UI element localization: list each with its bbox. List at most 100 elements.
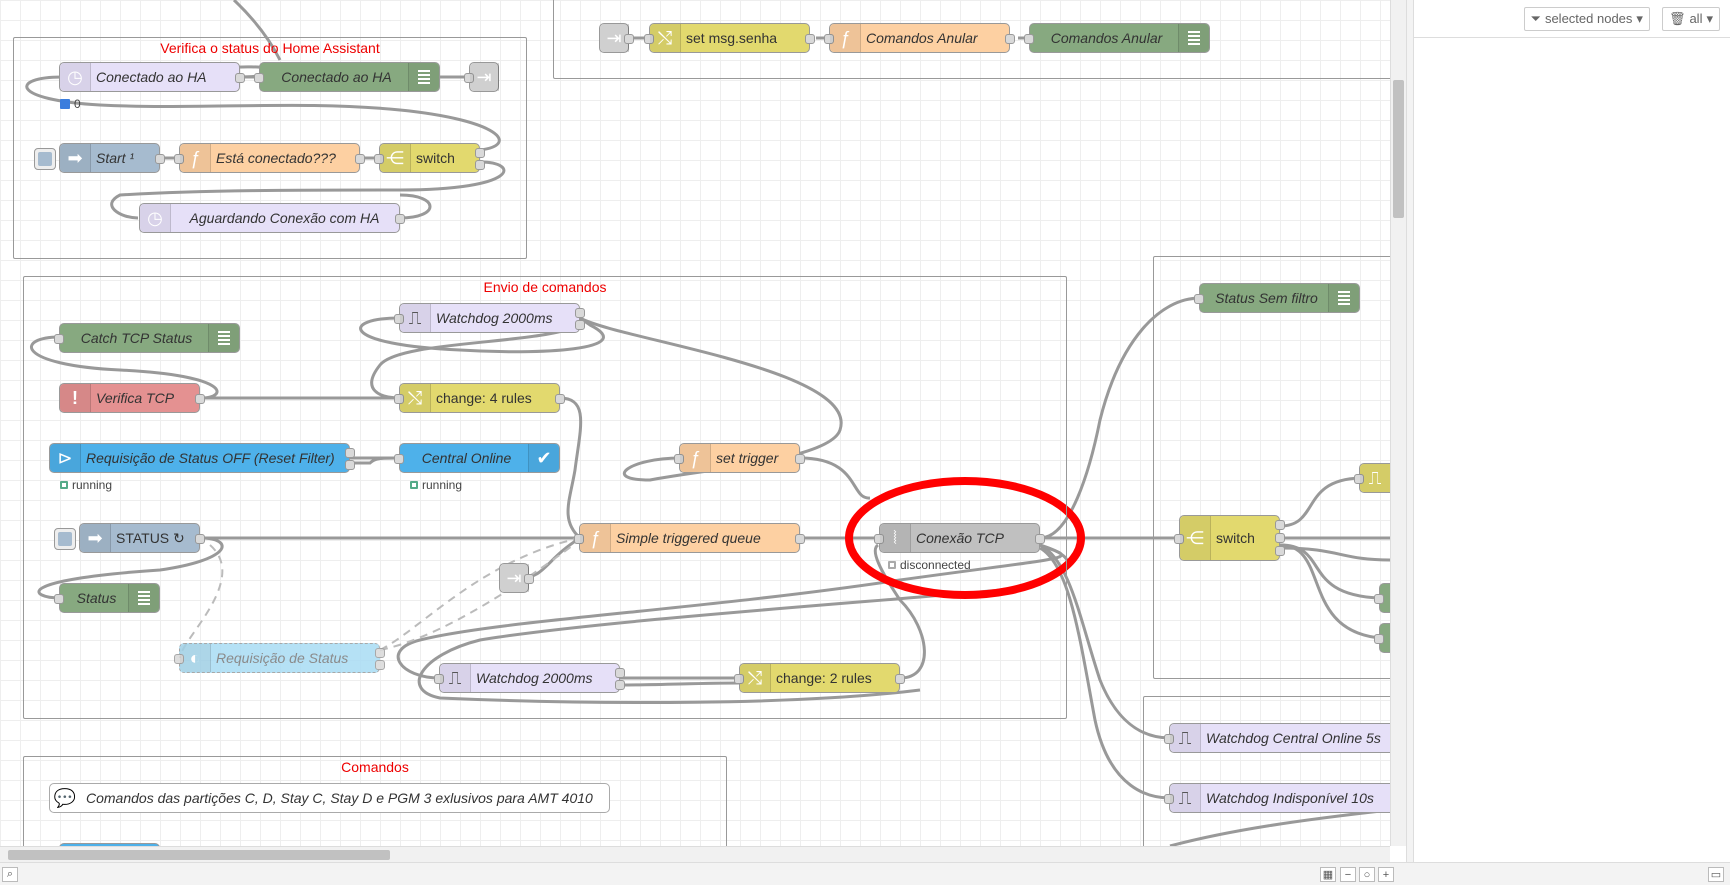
input-port[interactable] — [874, 534, 884, 544]
monitor-icon[interactable]: ▭ — [1708, 867, 1724, 882]
output-port-1[interactable] — [1275, 520, 1285, 530]
navigator-map-icon[interactable]: ▦ — [1320, 867, 1336, 882]
search-icon[interactable]: ⌕ — [2, 867, 18, 882]
input-port[interactable] — [464, 73, 474, 83]
ha-node-req-status-disabled[interactable]: ◐ Requisição de Status — [174, 643, 385, 673]
input-port[interactable] — [434, 674, 444, 684]
output-port[interactable] — [795, 454, 805, 464]
switch-node-2[interactable]: ⋲ switch — [1174, 515, 1285, 561]
watchdog-node-indisponivel-10s[interactable]: ⎍ Watchdog Indisponível 10s — [1164, 783, 1390, 813]
clear-all-button[interactable]: 🗑 all ▾ — [1661, 6, 1720, 31]
output-port[interactable] — [624, 34, 634, 44]
inject-node-status[interactable]: ➡ STATUS ↻ — [54, 523, 205, 553]
output-port-2[interactable] — [1275, 533, 1285, 543]
function-node-simple-queue[interactable]: ƒ Simple triggered queue — [574, 523, 805, 553]
group-envio-comandos[interactable]: Envio de comandos — [23, 276, 1067, 719]
debug-node-catch-tcp[interactable]: Catch TCP Status — [54, 323, 257, 353]
output-port-1[interactable] — [575, 308, 585, 318]
output-port[interactable] — [805, 34, 815, 44]
output-port-1[interactable] — [345, 448, 355, 458]
function-node-esta-conectado[interactable]: ƒ Está conectado??? — [174, 143, 365, 173]
input-port[interactable] — [1374, 594, 1384, 604]
input-port[interactable] — [1024, 34, 1034, 44]
input-port[interactable] — [644, 34, 654, 44]
switch-node-1[interactable]: ⋲ switch — [374, 143, 485, 173]
input-port[interactable] — [1374, 634, 1384, 644]
inject-button[interactable] — [34, 148, 56, 170]
link-out-node[interactable]: ⇥ — [464, 62, 499, 92]
group-right-upper[interactable] — [1153, 256, 1390, 679]
comment-node[interactable]: 💬 Comandos das partições C, D, Stay C, S… — [49, 783, 610, 813]
debug-node-comandos-anular[interactable]: Comandos Anular — [1024, 23, 1227, 53]
debug-node-partial-1[interactable] — [1374, 583, 1390, 613]
vertical-scrollbar[interactable] — [1390, 0, 1406, 846]
watchdog-node-1[interactable]: ⎍ Watchdog 2000ms — [394, 303, 585, 333]
output-port-2[interactable] — [615, 680, 625, 690]
input-port[interactable] — [824, 34, 834, 44]
sidebar-resize-handle[interactable] — [1406, 0, 1414, 885]
flow-workspace[interactable]: Verifica o status do Home Assistant Envi… — [0, 0, 1390, 846]
output-port-1[interactable] — [615, 668, 625, 678]
output-port-1[interactable] — [475, 148, 485, 158]
catch-node-verifica-tcp[interactable]: ! Verifica TCP — [59, 383, 205, 413]
ha-node-req-status-off[interactable]: ⊳ Requisição de Status OFF (Reset Filter… — [49, 443, 355, 492]
trigger-node-aguardando[interactable]: ◷ Aguardando Conexão com HA — [139, 203, 405, 233]
zoom-in-button[interactable]: + — [1378, 867, 1394, 882]
output-port[interactable] — [235, 73, 245, 83]
input-port[interactable] — [254, 73, 264, 83]
output-port[interactable] — [1005, 34, 1015, 44]
input-port[interactable] — [54, 334, 64, 344]
function-node-comandos-anular[interactable]: ƒ Comandos Anular — [824, 23, 1015, 53]
link-in-node-2[interactable]: ⇥ — [499, 563, 534, 593]
group-comandos[interactable]: Comandos — [23, 756, 727, 846]
input-port[interactable] — [1174, 534, 1184, 544]
input-port[interactable] — [394, 454, 404, 464]
input-port[interactable] — [174, 654, 184, 664]
input-port[interactable] — [1164, 794, 1174, 804]
change-node-2-rules[interactable]: ⤭ change: 2 rules — [734, 663, 905, 693]
change-node-partial[interactable]: ⎍ — [1354, 463, 1390, 493]
output-port[interactable] — [355, 154, 365, 164]
output-port-2[interactable] — [345, 460, 355, 470]
group-ha-status[interactable]: Verifica o status do Home Assistant — [13, 37, 527, 259]
trigger-state-node-conectado[interactable]: ◷ Conectado ao HA 0 — [59, 62, 245, 111]
group-top[interactable] — [553, 0, 1390, 79]
filter-selected-nodes-button[interactable]: ⏷ selected nodes ▾ — [1523, 6, 1650, 31]
output-port[interactable] — [155, 154, 165, 164]
output-port-3[interactable] — [1275, 546, 1285, 556]
output-port[interactable] — [195, 394, 205, 404]
scrollbar-thumb[interactable] — [8, 850, 390, 860]
scrollbar-thumb[interactable] — [1393, 80, 1404, 218]
group-right-lower[interactable] — [1143, 696, 1390, 846]
change-node-set-senha[interactable]: ⤭ set msg.senha — [644, 23, 815, 53]
link-in-node[interactable]: ⇥ — [599, 23, 634, 53]
input-port[interactable] — [1354, 474, 1364, 484]
output-port[interactable] — [895, 674, 905, 684]
debug-node-partial-2[interactable] — [1374, 623, 1390, 653]
ha-node-central-online[interactable]: Central Online ✔ running — [394, 443, 560, 492]
debug-node-status[interactable]: Status — [54, 583, 177, 613]
debug-node-status-sem-filtro[interactable]: Status Sem filtro — [1194, 283, 1377, 313]
input-port[interactable] — [394, 314, 404, 324]
input-port[interactable] — [54, 594, 64, 604]
input-port[interactable] — [734, 674, 744, 684]
watchdog-node-2[interactable]: ⎍ Watchdog 2000ms — [434, 663, 625, 693]
horizontal-scrollbar[interactable] — [0, 846, 1390, 862]
output-port[interactable] — [195, 534, 205, 544]
input-port[interactable] — [1164, 734, 1174, 744]
input-port[interactable] — [674, 454, 684, 464]
output-port[interactable] — [795, 534, 805, 544]
change-node-4-rules[interactable]: ⤭ change: 4 rules — [394, 383, 565, 413]
inject-node-start[interactable]: ➡ Start ¹ — [34, 143, 165, 173]
input-port[interactable] — [394, 394, 404, 404]
output-port-1[interactable] — [375, 648, 385, 658]
watchdog-node-central-5s[interactable]: ⎍ Watchdog Central Online 5s — [1164, 723, 1390, 753]
output-port[interactable] — [395, 214, 405, 224]
input-port[interactable] — [374, 154, 384, 164]
output-port-2[interactable] — [475, 160, 485, 170]
tcp-node-conexao[interactable]: ⦚ Conexão TCP disconnected — [874, 523, 1045, 572]
function-node-set-trigger[interactable]: ƒ set trigger — [674, 443, 805, 473]
input-port[interactable] — [174, 154, 184, 164]
zoom-reset-button[interactable]: ○ — [1359, 867, 1375, 882]
output-port-2[interactable] — [575, 320, 585, 330]
